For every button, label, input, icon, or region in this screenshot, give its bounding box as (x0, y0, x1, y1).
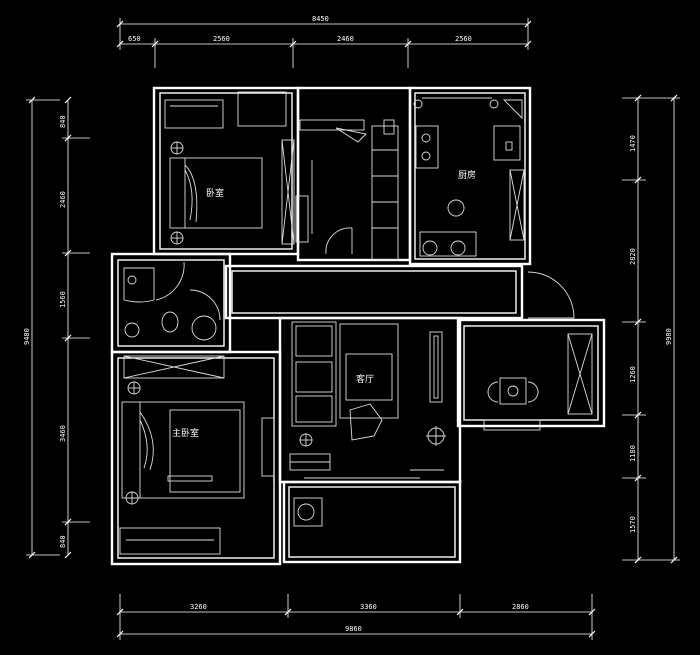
top-dimensions: 8450 650 2560 2460 2560 (116, 15, 532, 68)
dim-top-seg-3: 2460 (337, 35, 354, 43)
dim-right-total: 9980 (665, 328, 673, 345)
dim-right-seg-4: 1180 (629, 445, 637, 462)
dim-top-seg-1: 650 (128, 35, 141, 43)
dim-top-total: 8450 (312, 15, 329, 23)
right-dimensions: 1470 2820 1260 1180 1570 9980 (622, 94, 680, 564)
balcony-fixtures (293, 497, 323, 527)
dim-bottom-total: 9860 (345, 625, 362, 633)
master-bedroom-furniture: 主卧室 (119, 381, 275, 555)
dim-bottom-seg-3: 2860 (512, 603, 529, 611)
bedroom-furniture: 卧室 (164, 91, 295, 245)
kitchen-fixtures: 厨房 (413, 97, 575, 319)
bottom-dimensions: 3260 3360 2860 9860 (116, 594, 596, 640)
dim-left-seg-5: 840 (59, 535, 67, 548)
room-label-master-bedroom: 主卧室 (172, 427, 199, 439)
dim-left-seg-4: 3460 (59, 425, 67, 442)
living-room-furniture: 客厅 (289, 321, 446, 479)
storage-fixtures (295, 119, 399, 261)
dining-furniture (483, 333, 593, 431)
walls (110, 86, 606, 566)
dim-top-seg-4: 2560 (455, 35, 472, 43)
dim-left-seg-1: 840 (59, 115, 67, 128)
dim-left-seg-2: 2460 (59, 191, 67, 208)
dim-left-seg-3: 1560 (59, 291, 67, 308)
left-dimensions: 9480 840 2460 1560 3460 840 (23, 96, 90, 559)
dim-right-seg-2: 2820 (629, 248, 637, 265)
dim-bottom-seg-2: 3360 (360, 603, 377, 611)
room-label-bedroom: 卧室 (206, 187, 224, 199)
dim-right-seg-3: 1260 (629, 366, 637, 383)
dim-right-seg-1: 1470 (629, 135, 637, 152)
dim-bottom-seg-1: 3260 (190, 603, 207, 611)
room-label-kitchen: 厨房 (458, 169, 476, 181)
dim-right-seg-5: 1570 (629, 516, 637, 533)
bathroom-fixtures (123, 261, 225, 379)
dim-top-seg-2: 2560 (213, 35, 230, 43)
room-label-living: 客厅 (356, 373, 374, 385)
dim-left-total: 9480 (23, 328, 31, 345)
